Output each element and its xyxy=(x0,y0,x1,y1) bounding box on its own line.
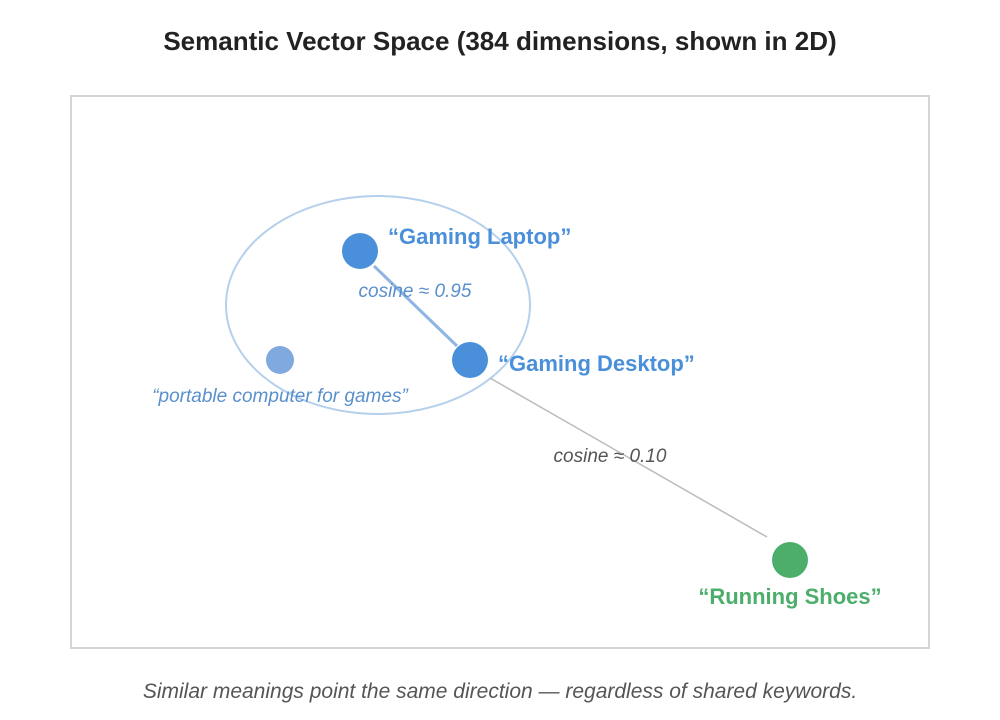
link-laptop-desktop xyxy=(372,264,459,348)
label-portable-query: “portable computer for games” xyxy=(152,386,409,407)
vector-space-panel xyxy=(70,95,930,649)
similarity-cluster xyxy=(225,195,531,415)
point-portable-query xyxy=(266,346,294,374)
point-gaming-laptop xyxy=(342,233,378,269)
diagram-caption: Similar meanings point the same directio… xyxy=(142,680,858,703)
diagram-title: Semantic Vector Space (384 dimensions, s… xyxy=(163,26,837,56)
label-gaming-laptop: “Gaming Laptop” xyxy=(388,224,571,249)
label-gaming-desktop: “Gaming Desktop” xyxy=(498,351,695,376)
label-running-shoes: “Running Shoes” xyxy=(698,584,881,609)
point-gaming-desktop xyxy=(452,342,488,378)
similarity-desktop-shoes: cosine ≈ 0.10 xyxy=(554,446,667,467)
similarity-laptop-desktop: cosine ≈ 0.95 xyxy=(359,281,472,302)
link-desktop-shoes xyxy=(489,377,768,538)
point-running-shoes xyxy=(772,542,808,578)
